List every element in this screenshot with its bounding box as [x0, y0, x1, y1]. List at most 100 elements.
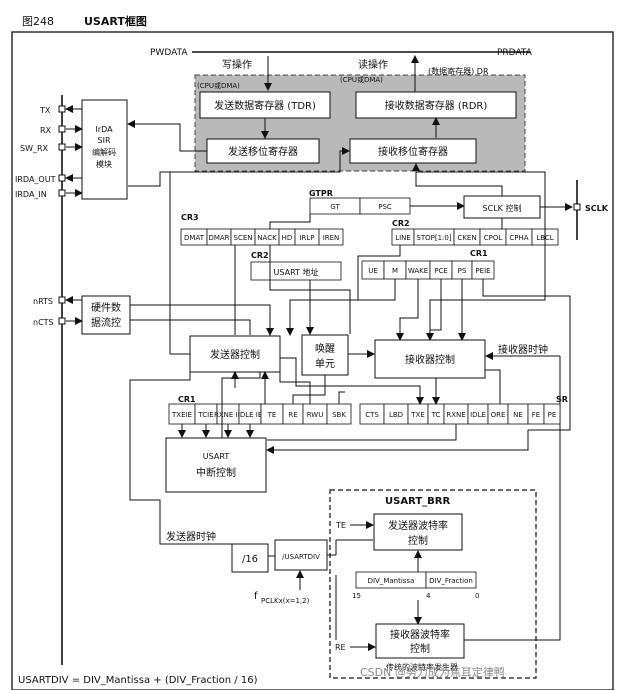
rdr-label: 接收数据寄存器 (RDR)	[385, 99, 488, 112]
pin-sclk-label: SCLK	[585, 204, 609, 213]
gtpr-label: GTPR	[309, 189, 333, 198]
rxshift-to-sclk	[415, 172, 503, 196]
txshift-to-irda	[127, 120, 207, 152]
fraction-label: DIV_Fraction	[429, 577, 473, 585]
sr-pe: PE	[548, 411, 557, 419]
pin-rx-label: RX	[40, 126, 52, 135]
wakeup-block	[301, 334, 349, 376]
pce-to-rxctrl	[426, 279, 442, 341]
tx-baud-block	[373, 513, 463, 551]
rxctrl-to-sr-2	[485, 369, 501, 404]
usartdiv-block	[274, 539, 328, 571]
rx-shift-box	[349, 138, 477, 164]
div16-block	[231, 543, 269, 573]
sclk-ctrl-label: SCLK 控制	[483, 203, 522, 213]
irda-line-3: 编解码	[92, 147, 116, 157]
usart-addr-box	[250, 261, 342, 281]
txclk-line	[129, 372, 255, 545]
cr3-scen: SCEN	[234, 234, 253, 242]
pin-nrts	[58, 296, 66, 304]
cr1b-tcie: TCIE	[197, 411, 213, 419]
data-register-label: (数据寄存器) DR	[428, 66, 489, 76]
pin-irda-in-label: IRDA_IN	[15, 190, 47, 199]
wakeup-line-1: 唤醒	[315, 342, 335, 355]
pin-tx	[58, 105, 66, 113]
peie-to-irq	[482, 279, 571, 431]
pin-ncts	[58, 317, 66, 325]
usartdiv-to-txbaud	[335, 539, 373, 555]
cr1-pce: PCE	[434, 267, 448, 275]
tx-ctrl-block	[189, 335, 281, 373]
outer-frame	[11, 31, 614, 690]
rx-shift-label: 接收移位寄存器	[378, 145, 448, 158]
read-op-label: 读操作	[358, 58, 388, 71]
cr3-cell-iren	[318, 228, 344, 246]
sr-rxne: RXNE	[446, 411, 465, 419]
wakeup-to-rwu	[292, 375, 326, 404]
cr2-top-cells: LINE STOP[1:0] CKEN CPOL CPHA LBCL	[391, 228, 559, 246]
rdr-box	[355, 91, 517, 119]
cr1b-re: RE	[288, 411, 297, 419]
cr2-cken: CKEN	[457, 234, 476, 242]
cr3-irlp: IRLP	[299, 234, 314, 242]
cr1-wake: WAKE	[408, 267, 428, 275]
hwflow-line-1: 硬件数	[91, 301, 121, 314]
fpclk-sub: PCLKx(x=1,2)	[261, 597, 310, 605]
cr2-addr-label: CR2	[251, 251, 269, 260]
cr3-cells: DMAT DMAR SCEN NACK HD IRLP IREN	[180, 228, 344, 246]
figure-title: USART框图	[84, 14, 147, 28]
cpu-dma-label-right: (CPU或DMA)	[340, 75, 383, 84]
sbk-link	[338, 391, 345, 404]
cr2-top-label: CR2	[392, 219, 410, 228]
cr1-bottom-cells: TXEIE TCIE RXNE IE IDLE IE TE RE RWU SBK	[168, 403, 352, 425]
pin-irda-in	[58, 189, 66, 197]
tx-clock-label: 发送器时钟	[166, 530, 216, 543]
watermark: CSDN @努力成为焦耳定律鸭	[360, 665, 505, 679]
cr1b-rxneie: RXNE IE	[214, 411, 242, 419]
rx-baud-line-2: 控制	[410, 642, 430, 655]
sr-cts: CTS	[365, 411, 379, 419]
cr2-stop: STOP[1:0]	[416, 234, 451, 242]
txctrl-to-sr	[280, 357, 424, 405]
cr2-link	[357, 245, 401, 301]
tdr-label: 发送数据寄存器 (TDR)	[214, 99, 316, 112]
brr-title: USART_BRR	[385, 496, 450, 507]
sr-cell-pe	[543, 403, 561, 425]
fraction-cell	[425, 571, 477, 589]
pin-irda-out-label: IRDA_OUT	[15, 175, 56, 184]
cr1b-te: TE	[267, 411, 277, 419]
rx-ctrl-label: 接收器控制	[405, 353, 455, 366]
sr-label: SR	[556, 395, 568, 404]
irda-to-rxshift	[128, 147, 350, 187]
gt-link	[269, 214, 311, 229]
cr1-peie: PEIE	[475, 267, 490, 275]
brr-gen-label: 传统的波特率发生器	[386, 662, 458, 672]
cr3-dmat: DMAT	[184, 234, 205, 242]
sr-txe: TXE	[410, 411, 425, 419]
cr1-top-label: CR1	[470, 249, 488, 258]
gt-label: GT	[330, 203, 340, 211]
cr2-cpha: CPHA	[509, 234, 528, 242]
sr-tc: TC	[431, 411, 441, 419]
irda-line-2: SIR	[98, 136, 111, 145]
cr1b-txeie: TXEIE	[171, 411, 192, 419]
pin-ncts-label: nCTS	[33, 318, 54, 327]
irda-line-1: IrDA	[95, 125, 113, 134]
sr-ore: ORE	[491, 411, 506, 419]
tx-baud-line-1: 发送器波特率	[388, 519, 448, 532]
tx-shift-label: 发送移位寄存器	[228, 145, 298, 158]
pin-sw-rx-label: SW_RX	[20, 144, 49, 153]
usartdiv-label: /USARTDIV	[282, 553, 320, 561]
irq-link	[221, 372, 261, 454]
prdata-label: PRDATA	[497, 48, 533, 58]
pin-nrts-label: nRTS	[33, 297, 53, 306]
hwflow-to-txctrl	[130, 304, 274, 336]
rwu-link	[279, 372, 311, 404]
tx-baud-line-2: 控制	[408, 534, 428, 547]
bit-0: 0	[475, 592, 479, 600]
cr1b-rwu: RWU	[307, 411, 324, 419]
m-to-txctrl	[286, 279, 396, 336]
pin-irda-out	[58, 174, 66, 182]
